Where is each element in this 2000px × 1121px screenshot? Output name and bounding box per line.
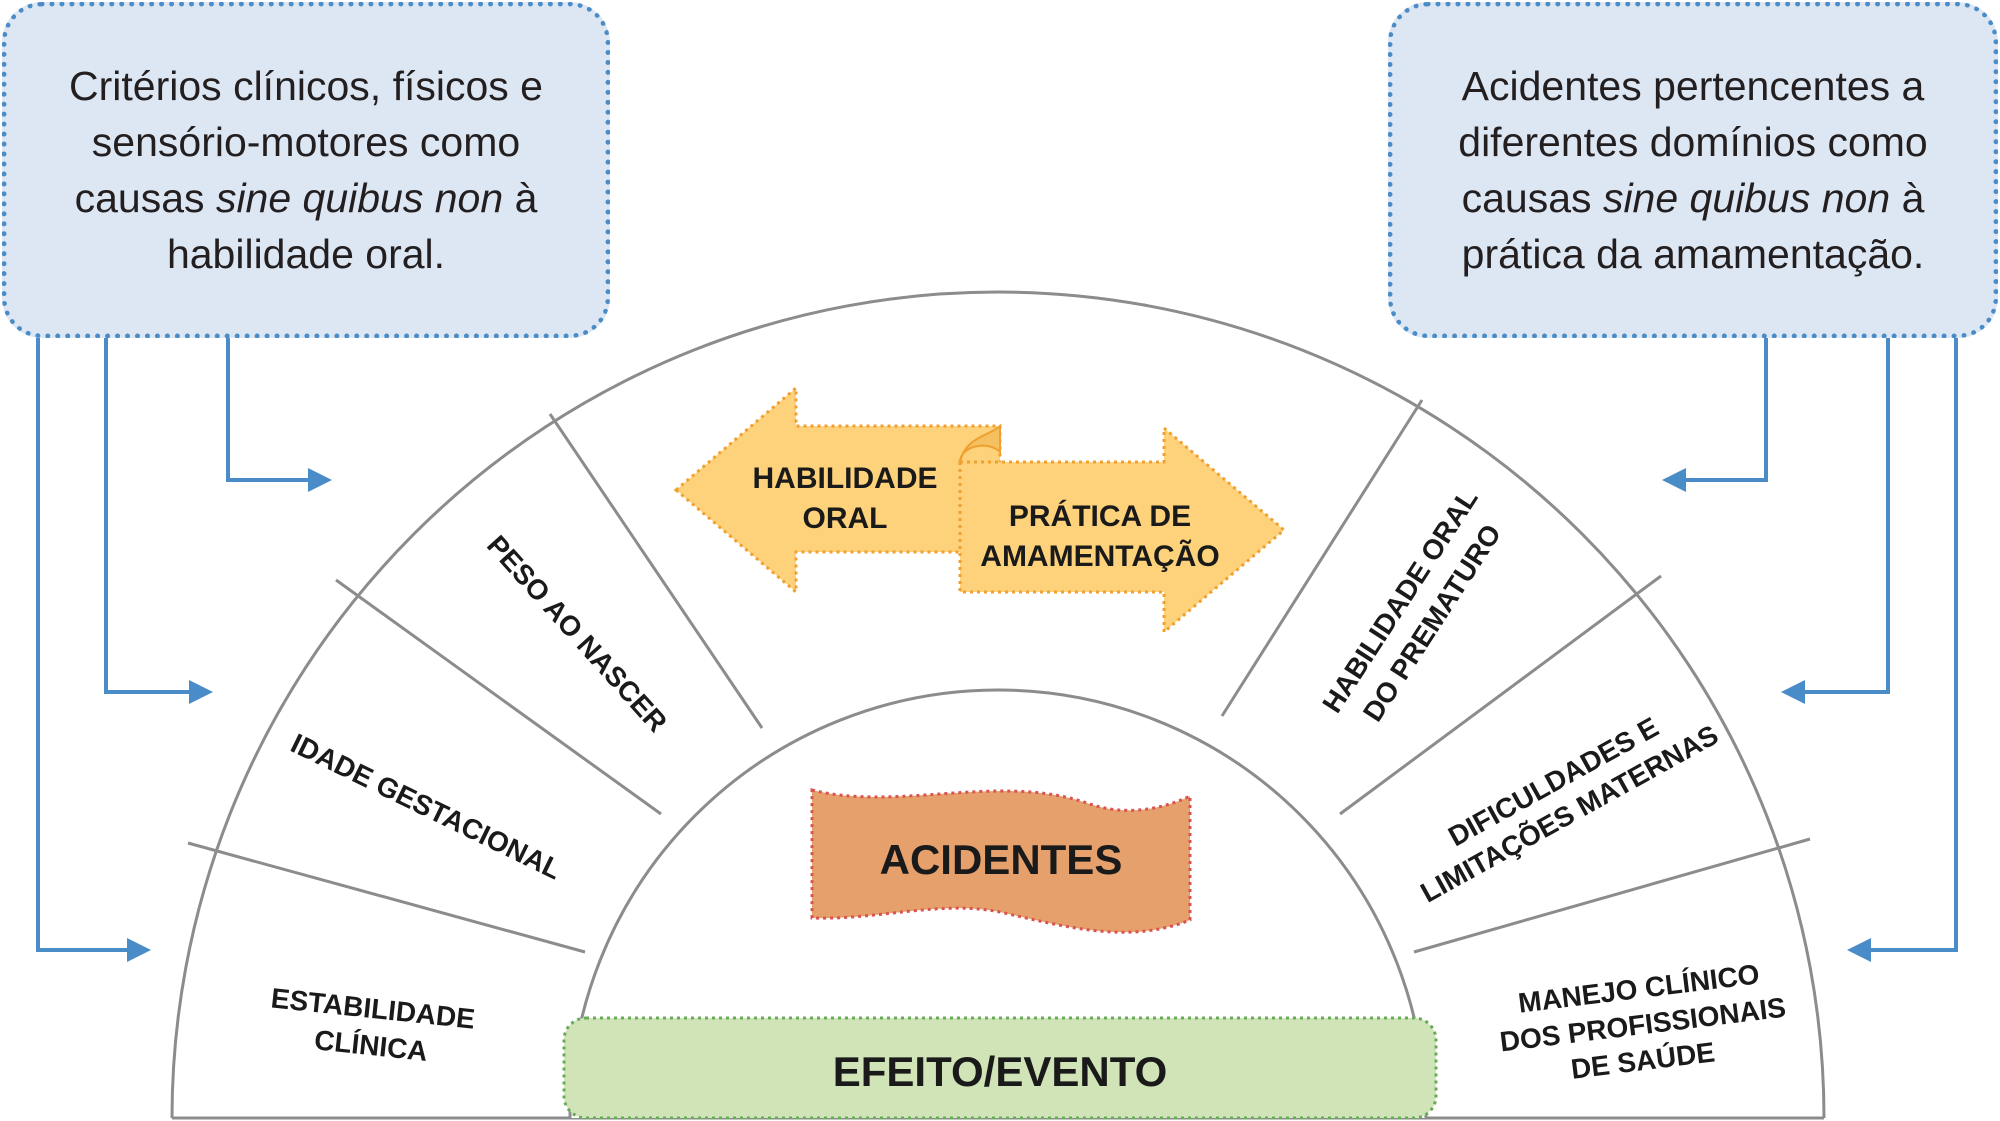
connector-habilidade: [1662, 338, 1768, 492]
connector-peso: [226, 338, 332, 492]
left-note-line-4: habilidade oral.: [166, 231, 446, 277]
left-connectors: [36, 338, 332, 962]
arrow-pratica-amamentacao: [958, 424, 1287, 636]
connector-manejo: [1847, 338, 1958, 962]
right-note-box: Acidentes pertencentes a diferentes domí…: [1388, 2, 1998, 338]
right-note-line-3-pre: causas: [1461, 175, 1603, 221]
efeito-evento-box: [562, 1016, 1438, 1120]
efeito-evento-label: EFEITO/EVENTO: [833, 1048, 1168, 1095]
arrow-right-label-2: AMAMENTAÇÃO: [980, 539, 1219, 573]
left-note-line-2: sensório-motores como: [91, 119, 521, 165]
left-note-line-3-italic: sine quibus non: [215, 175, 504, 221]
left-note-text: Critérios clínicos, físicos e sensório-m…: [69, 58, 543, 282]
arrow-scroll-curl: [959, 423, 1001, 463]
right-note-text: Acidentes pertencentes a diferentes domí…: [1458, 58, 1927, 282]
arrow-right-label-1: PRÁTICA DE: [1009, 499, 1191, 533]
right-connectors: [1662, 338, 1958, 962]
left-note-line-1: Critérios clínicos, físicos e: [69, 63, 543, 109]
connector-idade: [104, 338, 213, 704]
acidentes-label: ACIDENTES: [880, 836, 1123, 883]
connector-estabilidade: [36, 338, 151, 962]
left-note-line-3-post: à: [503, 175, 538, 221]
right-note-line-4: prática da amamentação.: [1461, 231, 1925, 277]
acidentes-banner: [810, 788, 1192, 934]
right-note-line-1: Acidentes pertencentes a: [1461, 63, 1925, 109]
arrow-left-label-2: ORAL: [803, 502, 888, 535]
left-note-line-3-pre: causas: [74, 175, 216, 221]
right-note-line-3-post: à: [1890, 175, 1925, 221]
right-note-line-3-italic: sine quibus non: [1602, 175, 1891, 221]
right-note-line-2: diferentes domínios como: [1458, 119, 1928, 165]
segment-dividers: [187, 399, 1811, 954]
left-note-box: Critérios clínicos, físicos e sensório-m…: [2, 2, 610, 338]
arrow-left-label-1: HABILIDADE: [753, 462, 938, 495]
connector-dificuldades: [1781, 338, 1890, 704]
